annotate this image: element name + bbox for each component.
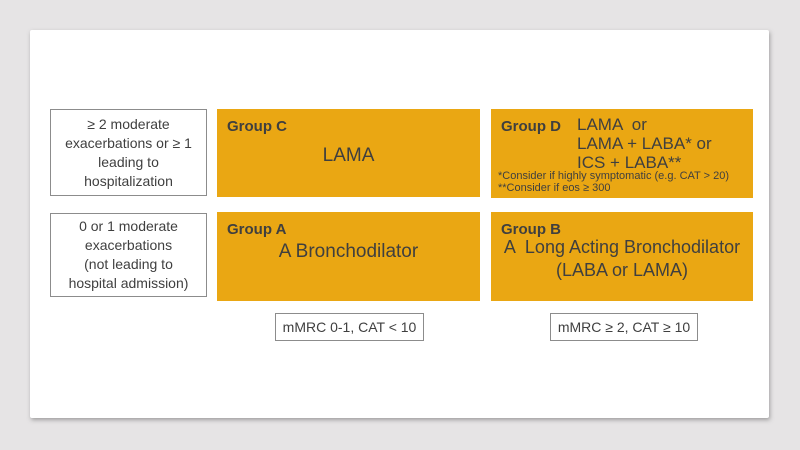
exacerbation-high-line: ≥ 2 moderate: [87, 115, 170, 132]
group-c-treatment: LAMA: [322, 145, 375, 166]
group-d-label: Group D: [501, 118, 561, 135]
group-d-treatment-line: LAMA + LABA* or: [577, 134, 712, 153]
exacerbation-low-line: hospital admission): [68, 275, 189, 291]
group-b-box: A Long Acting Bronchodilator (LABA or LA…: [491, 212, 753, 301]
exacerbation-high-line: leading to: [98, 153, 159, 170]
symptom-low-box: mMRC 0-1, CAT < 10: [275, 313, 424, 341]
group-b-treatment-line: A Long Acting Bronchodilator: [503, 237, 741, 257]
group-d-footnote: *Consider if highly symptomatic (e.g. CA…: [498, 170, 729, 182]
group-c-box: Group C LAMA: [217, 109, 480, 197]
exacerbation-high-box: ≥ 2 moderate exacerbations or ≥ 1 leadin…: [50, 109, 207, 196]
group-d-treatments: LAMA or LAMA + LABA* or ICS + LABA**: [577, 115, 712, 172]
group-d-box: Group D LAMA or LAMA + LABA* or ICS + LA…: [491, 109, 753, 198]
exacerbation-high-line: exacerbations or ≥ 1: [65, 134, 192, 151]
group-b-label: Group B: [501, 221, 561, 238]
group-b-treatment-line: (LABA or LAMA): [555, 260, 689, 280]
exacerbation-high-line: hospitalization: [84, 172, 173, 189]
symptom-high-box: mMRC ≥ 2, CAT ≥ 10: [550, 313, 698, 341]
group-c-label: Group C: [227, 118, 287, 135]
group-a-treatment: A Bronchodilator: [278, 241, 419, 262]
group-d-treatment-line: LAMA or: [577, 115, 647, 134]
group-b-treatments: A Long Acting Bronchodilator (LABA or LA…: [491, 236, 753, 282]
group-d-footnote: **Consider if eos ≥ 300: [498, 182, 611, 194]
group-d-footnotes: *Consider if highly symptomatic (e.g. CA…: [498, 170, 729, 194]
symptom-high-label: mMRC ≥ 2, CAT ≥ 10: [557, 319, 691, 335]
slide-canvas: ≥ 2 moderate exacerbations or ≥ 1 leadin…: [30, 30, 769, 418]
group-a-box: Group A A Bronchodilator: [217, 212, 480, 301]
exacerbation-low-line: exacerbations: [84, 237, 173, 253]
group-d-treatment-line: ICS + LABA**: [577, 153, 682, 172]
exacerbation-low-line: (not leading to: [84, 256, 173, 272]
group-a-label: Group A: [227, 221, 287, 238]
exacerbation-low-box: 0 or 1 moderate exacerbations (not leadi…: [50, 213, 207, 297]
symptom-low-label: mMRC 0-1, CAT < 10: [282, 319, 417, 335]
exacerbation-low-line: 0 or 1 moderate: [79, 218, 178, 234]
